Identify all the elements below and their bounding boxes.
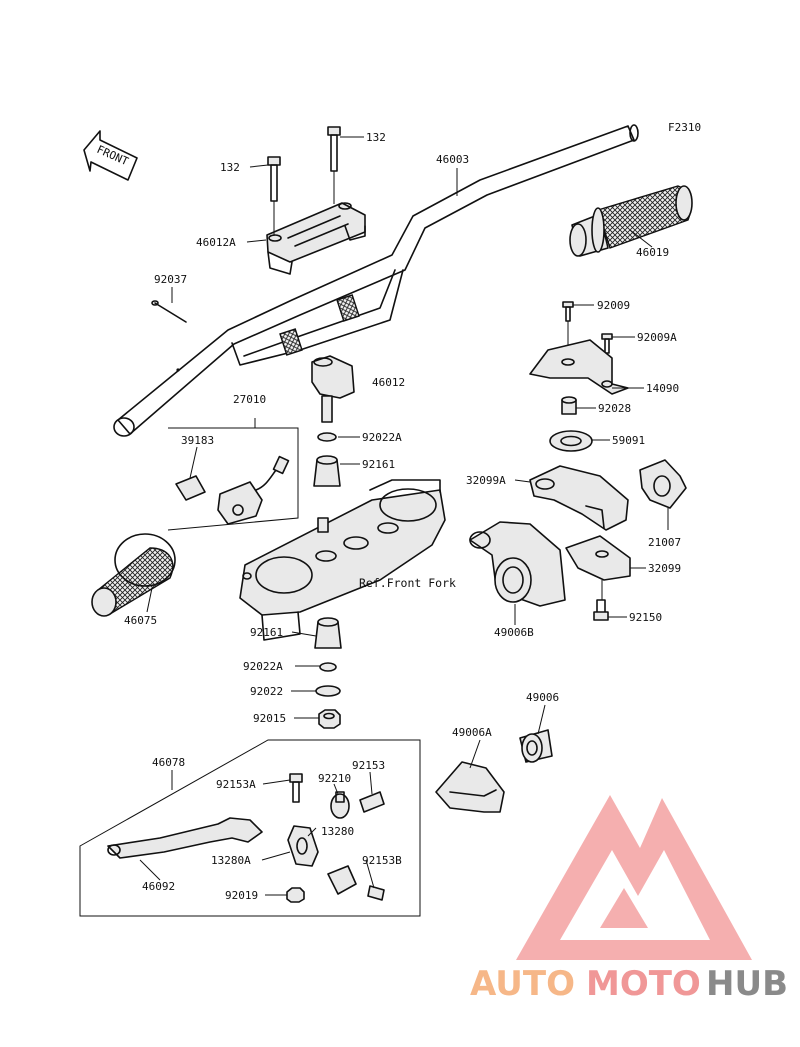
bolt-132-right <box>327 126 341 204</box>
callout-labels: 132 132 46003 46012A 46019 92037 92009 9… <box>124 131 681 902</box>
callout-92009A: 92009A <box>637 331 677 344</box>
callout-92015: 92015 <box>253 712 286 725</box>
watermark-text-hub: HUB <box>706 964 788 1004</box>
callout-92037: 92037 <box>154 273 187 286</box>
screw-92153B <box>367 885 385 901</box>
lower-holder-46012 <box>311 355 355 423</box>
watermark-text-auto: AUTO <box>470 964 575 1004</box>
watermark-logo: AUTO MOTO HUB <box>470 795 788 1004</box>
callout-27010: 27010 <box>233 393 266 406</box>
callout-49006A: 49006A <box>452 726 492 739</box>
bolt-92153 <box>359 791 385 813</box>
callout-92028: 92028 <box>598 402 631 415</box>
group-box-46078 <box>79 739 421 917</box>
callout-92161-top: 92161 <box>362 458 395 471</box>
ref-front-fork-label: Ref.Front Fork <box>359 576 456 590</box>
callout-92022A-top: 92022A <box>362 431 402 444</box>
screw-92150 <box>593 580 609 621</box>
callout-46078: 46078 <box>152 756 185 769</box>
callout-92009: 92009 <box>597 299 630 312</box>
callout-132-right: 132 <box>366 131 386 144</box>
nut-92019 <box>286 887 305 903</box>
callout-46012A: 46012A <box>196 236 236 249</box>
adjuster-92210 <box>330 791 350 819</box>
collar-92028 <box>561 396 577 415</box>
bolt-92153A <box>289 773 303 803</box>
throttle-cover-14090 <box>529 339 629 395</box>
throttle-housing-32099A <box>529 465 629 531</box>
callout-92153A: 92153A <box>216 778 256 791</box>
callout-92153B: 92153B <box>362 854 402 867</box>
damper-92161-bottom <box>314 617 342 649</box>
washer-92022 <box>315 685 341 697</box>
damper-92161-top <box>313 455 341 487</box>
callout-32099A: 32099A <box>466 474 506 487</box>
callout-49006: 49006 <box>526 691 559 704</box>
leader-lines <box>139 136 669 896</box>
throttle-pipe-49006B <box>469 521 566 607</box>
bolt-132-left <box>267 156 281 236</box>
front-direction-arrow: FRONT <box>83 130 138 181</box>
pipe-49006 <box>519 729 553 763</box>
callout-92150: 92150 <box>629 611 662 624</box>
callout-46003: 46003 <box>436 153 469 166</box>
watermark-text-moto: MOTO <box>586 964 701 1004</box>
callout-92019: 92019 <box>225 889 258 902</box>
cable-holder-21007 <box>639 459 687 509</box>
throttle-grip-46019 <box>569 185 693 257</box>
holder-13280A <box>287 825 319 867</box>
cover-49006A <box>435 761 505 813</box>
callout-92153: 92153 <box>352 759 385 772</box>
left-grip-46075 <box>91 533 176 617</box>
callout-13280: 13280 <box>321 825 354 838</box>
callout-14090: 14090 <box>646 382 679 395</box>
clutch-lever-46092 <box>107 817 263 859</box>
callout-92161-bottom: 92161 <box>250 626 283 639</box>
callout-46012: 46012 <box>372 376 405 389</box>
callout-132-left: 132 <box>220 161 240 174</box>
clip-92037 <box>151 300 187 323</box>
figure-code: F2310 <box>668 121 701 134</box>
callout-39183: 39183 <box>181 434 214 447</box>
callout-59091: 59091 <box>612 434 645 447</box>
steering-stem-ref <box>239 479 446 641</box>
washer-92022A-top <box>317 432 337 442</box>
housing-32099 <box>565 535 631 581</box>
callout-46019: 46019 <box>636 246 669 259</box>
group-box-27010 <box>167 427 299 531</box>
callout-21007: 21007 <box>648 536 681 549</box>
handlebar-46003 <box>113 124 639 437</box>
callout-49006B: 49006B <box>494 626 534 639</box>
seal-59091 <box>549 430 593 452</box>
callout-92022: 92022 <box>250 685 283 698</box>
callout-92210: 92210 <box>318 772 351 785</box>
upper-holder-46012A <box>266 202 366 275</box>
callout-13280A: 13280A <box>211 854 251 867</box>
callout-32099: 32099 <box>648 562 681 575</box>
callout-46092: 46092 <box>142 880 175 893</box>
washer-92022A-bottom <box>319 662 337 672</box>
callout-46075: 46075 <box>124 614 157 627</box>
clamp-13280 <box>327 865 357 895</box>
callout-92022A-bottom: 92022A <box>243 660 283 673</box>
nut-92015 <box>318 709 341 729</box>
kill-switch-39183 <box>175 455 290 525</box>
